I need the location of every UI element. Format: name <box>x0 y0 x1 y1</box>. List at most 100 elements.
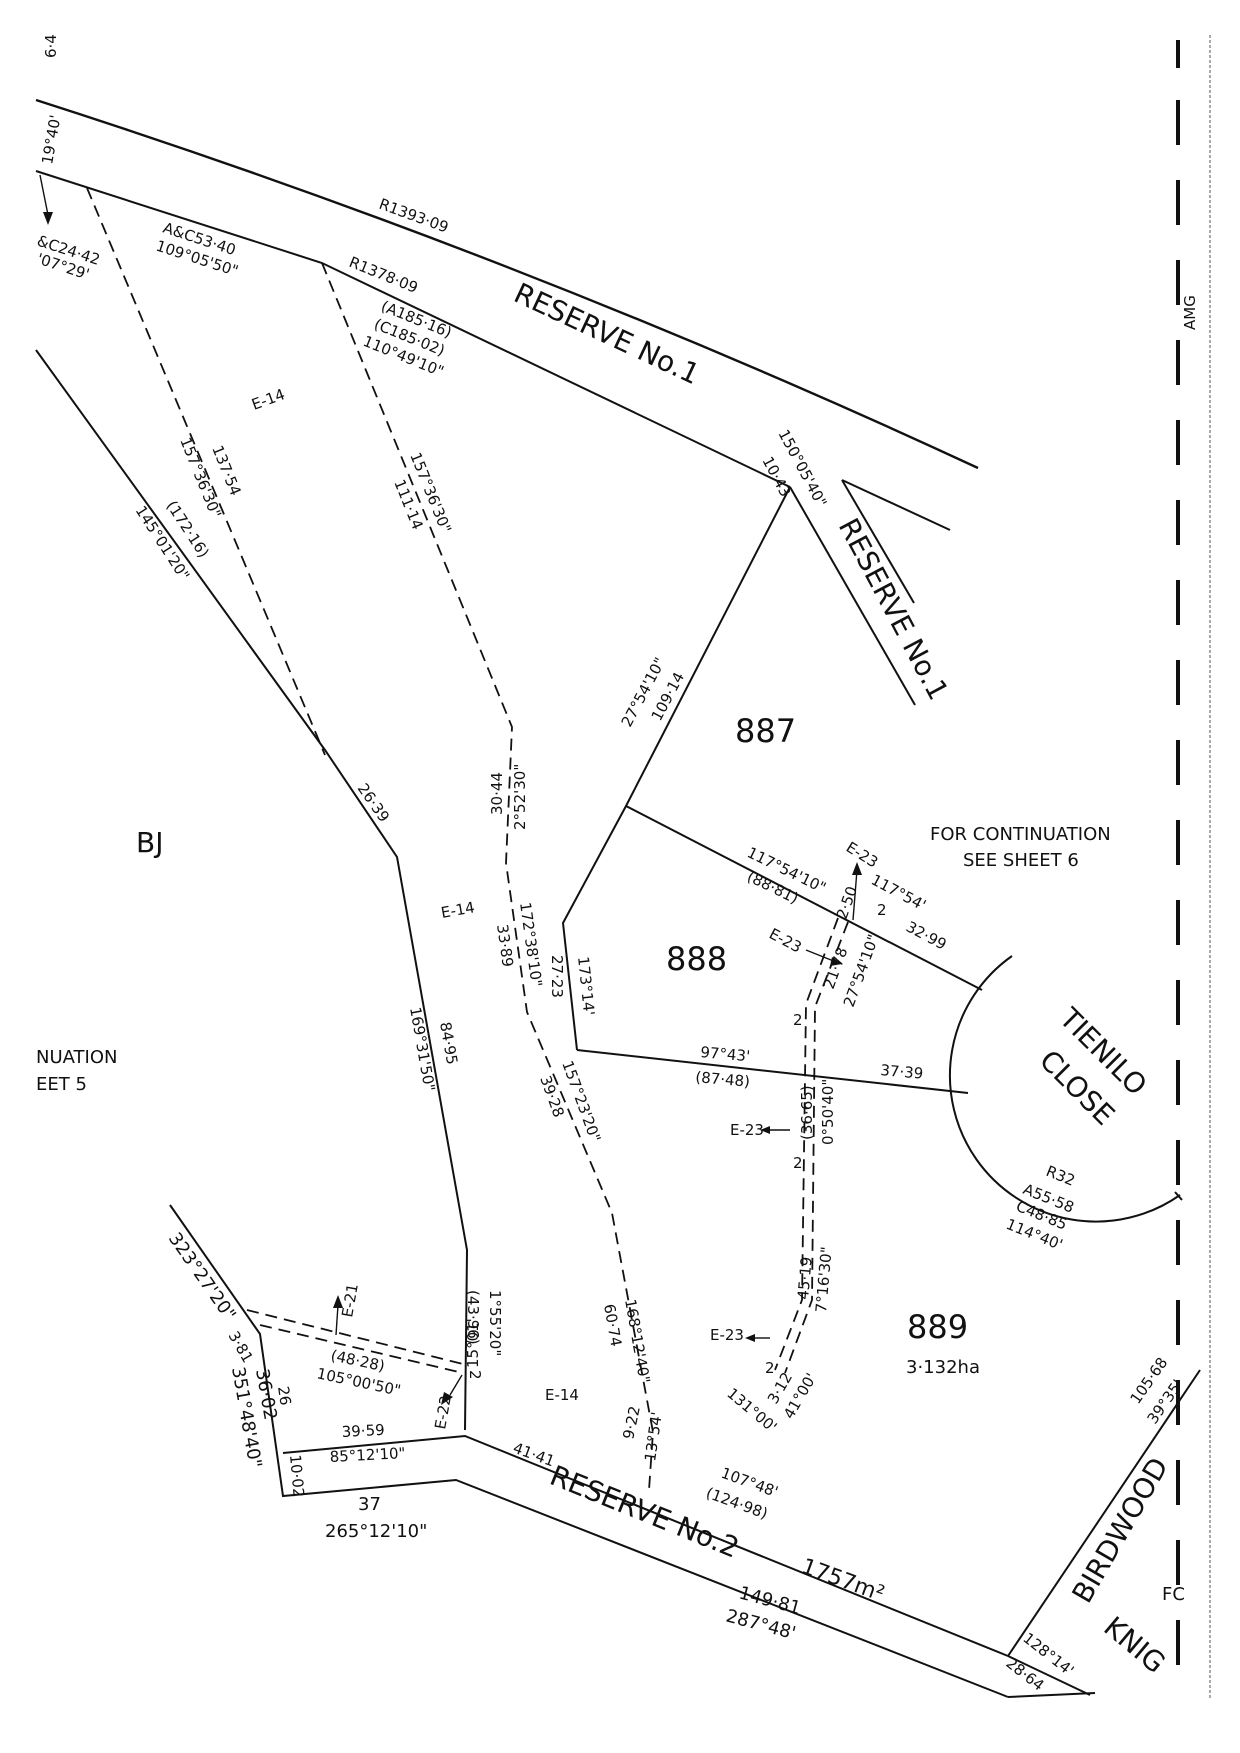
n2-mid: 2 <box>793 1011 803 1029</box>
r1378: R1378·09 <box>347 253 421 297</box>
bearing-19-40: 19°40' <box>38 114 64 166</box>
boundary-887-888 <box>625 805 983 991</box>
parcel-bj-label: BJ <box>136 826 163 859</box>
d3299: 32·99 <box>903 918 949 954</box>
boundary-888-889 <box>576 1049 969 1094</box>
n2-bottom: 2 <box>765 1359 775 1377</box>
reserve2-tip <box>1007 1692 1096 1698</box>
arrow-top-left <box>39 174 49 216</box>
d8495: 84·95 <box>436 1021 461 1066</box>
e22-label: E-22 <box>431 1394 455 1431</box>
b85: 85°12'10" <box>329 1444 406 1466</box>
boundary-lower-left-inner <box>282 1434 1009 1657</box>
birdwood-boundary <box>1007 1369 1201 1657</box>
b1-55-20: 1°55'20" <box>486 1290 504 1356</box>
lot-889-area: 3·132ha <box>906 1357 980 1378</box>
e14-top: E-14 <box>249 385 287 414</box>
d922: 9·22 <box>619 1404 644 1440</box>
b2-52-30: 2°52'30" <box>511 764 529 830</box>
b169: 169°31'50" <box>406 1006 439 1093</box>
e14-low: E-14 <box>545 1386 579 1404</box>
d381: 3·81 <box>225 1328 257 1366</box>
e23-mid: E-23 <box>730 1121 764 1139</box>
d2723: 27·23 <box>548 955 566 998</box>
d8748: (87·48) <box>695 1068 751 1091</box>
d4519: 45·19 <box>794 1256 816 1300</box>
b0-50-40: 0°50'40" <box>819 1079 837 1145</box>
d26: 26 <box>274 1385 294 1406</box>
arrow-e23-top <box>852 869 858 921</box>
e23-top: E-23 <box>843 838 881 871</box>
easement-e21-b <box>259 1324 464 1374</box>
boundary-lower-left-west <box>169 1204 1009 1698</box>
d3665: (36·65) <box>798 1085 816 1140</box>
dim-top-left: 6·4 <box>42 34 60 58</box>
easement-e23-a <box>774 917 839 1371</box>
arrowhead-top-left-icon <box>43 212 53 225</box>
b13-54: 13°54' <box>641 1411 666 1463</box>
d4141: 41·41 <box>511 1439 558 1471</box>
b97-43: 97°43' <box>700 1043 751 1065</box>
continuation-right-2: SEE SHEET 6 <box>963 850 1079 871</box>
d3044: 30·44 <box>488 772 506 815</box>
e21-label: E-21 <box>338 1282 362 1319</box>
b323: 323°27'20" <box>164 1229 240 1325</box>
reserve1-splay <box>789 486 916 706</box>
easement-e14-west <box>86 187 326 756</box>
boundary-887-west <box>561 486 791 1051</box>
b27-54-10-b: 27°54'10" <box>840 932 883 1009</box>
e23-low: E-23 <box>710 1326 744 1344</box>
b168: 168°12'40" <box>621 1298 654 1385</box>
r32: R32 <box>1044 1162 1078 1190</box>
b173-14: 173°14' <box>574 956 598 1017</box>
arrow-e21 <box>335 1304 339 1336</box>
reserve2-east <box>1007 1655 1091 1696</box>
lot-889-label: 889 <box>907 1308 968 1346</box>
arrowhead-e22-icon <box>441 1392 453 1405</box>
continuation-left-1: NUATION <box>36 1047 118 1068</box>
continuation-right-1: FOR CONTINUATION <box>930 824 1111 845</box>
boundary-bj-east <box>35 349 469 1431</box>
arrowhead-e21-icon <box>333 1295 343 1308</box>
reserve1-right-edge <box>841 479 951 531</box>
b172: 172°38'10" <box>516 901 546 988</box>
d2864: 28·64 <box>1003 1654 1048 1695</box>
reserve2-label: RESERVE No.2 <box>545 1459 743 1565</box>
b7-16-30: 7°16'30" <box>812 1246 836 1314</box>
n2-e22: 2 <box>466 1370 484 1380</box>
arrow-e23-188 <box>805 949 837 963</box>
margin-marks <box>1176 35 1211 1700</box>
reserve1-right-label: RESERVE No.1 <box>832 513 955 706</box>
d6074: 60·74 <box>600 1303 625 1348</box>
arrow-e22 <box>449 1374 463 1396</box>
d250: 2·50 <box>833 884 861 922</box>
d4396: (43·96) <box>464 1290 482 1345</box>
arrowhead-e23-888-icon <box>830 957 842 966</box>
e14-mid: E-14 <box>440 898 477 922</box>
arrowhead-e23-low-icon <box>745 1334 755 1342</box>
b15-01: 15°01' <box>464 1318 482 1368</box>
continuation-left-2: EET 5 <box>36 1074 87 1095</box>
d37: 37 <box>358 1494 381 1515</box>
tienilo-close-arc <box>948 955 1181 1223</box>
lot-888-label: 888 <box>666 940 727 978</box>
d1002: 10·02 <box>286 1454 308 1498</box>
amg-label: AMG <box>1181 295 1199 330</box>
tienilo-close-end <box>1174 1191 1183 1201</box>
d3739: 37·39 <box>880 1061 924 1083</box>
easement-e14-east <box>321 262 654 1491</box>
b265: 265°12'10" <box>325 1521 427 1542</box>
knig-label: KNIG <box>1098 1610 1172 1680</box>
lot-887-label: 887 <box>735 712 796 750</box>
arrowhead-e23-mid-icon <box>760 1126 770 1134</box>
birdwood-label: BIRDWOOD <box>1065 1452 1174 1609</box>
n2-lower: 2 <box>793 1154 803 1172</box>
d3389: 33·89 <box>493 923 517 968</box>
reserve1-right-inner <box>841 479 915 604</box>
n2-top: 2 <box>877 901 887 919</box>
fc-label: FC <box>1162 1584 1185 1605</box>
reserve1-outer-boundary <box>35 98 979 470</box>
arrowhead-e23-top-icon <box>852 862 862 875</box>
e23-888: E-23 <box>766 925 804 957</box>
